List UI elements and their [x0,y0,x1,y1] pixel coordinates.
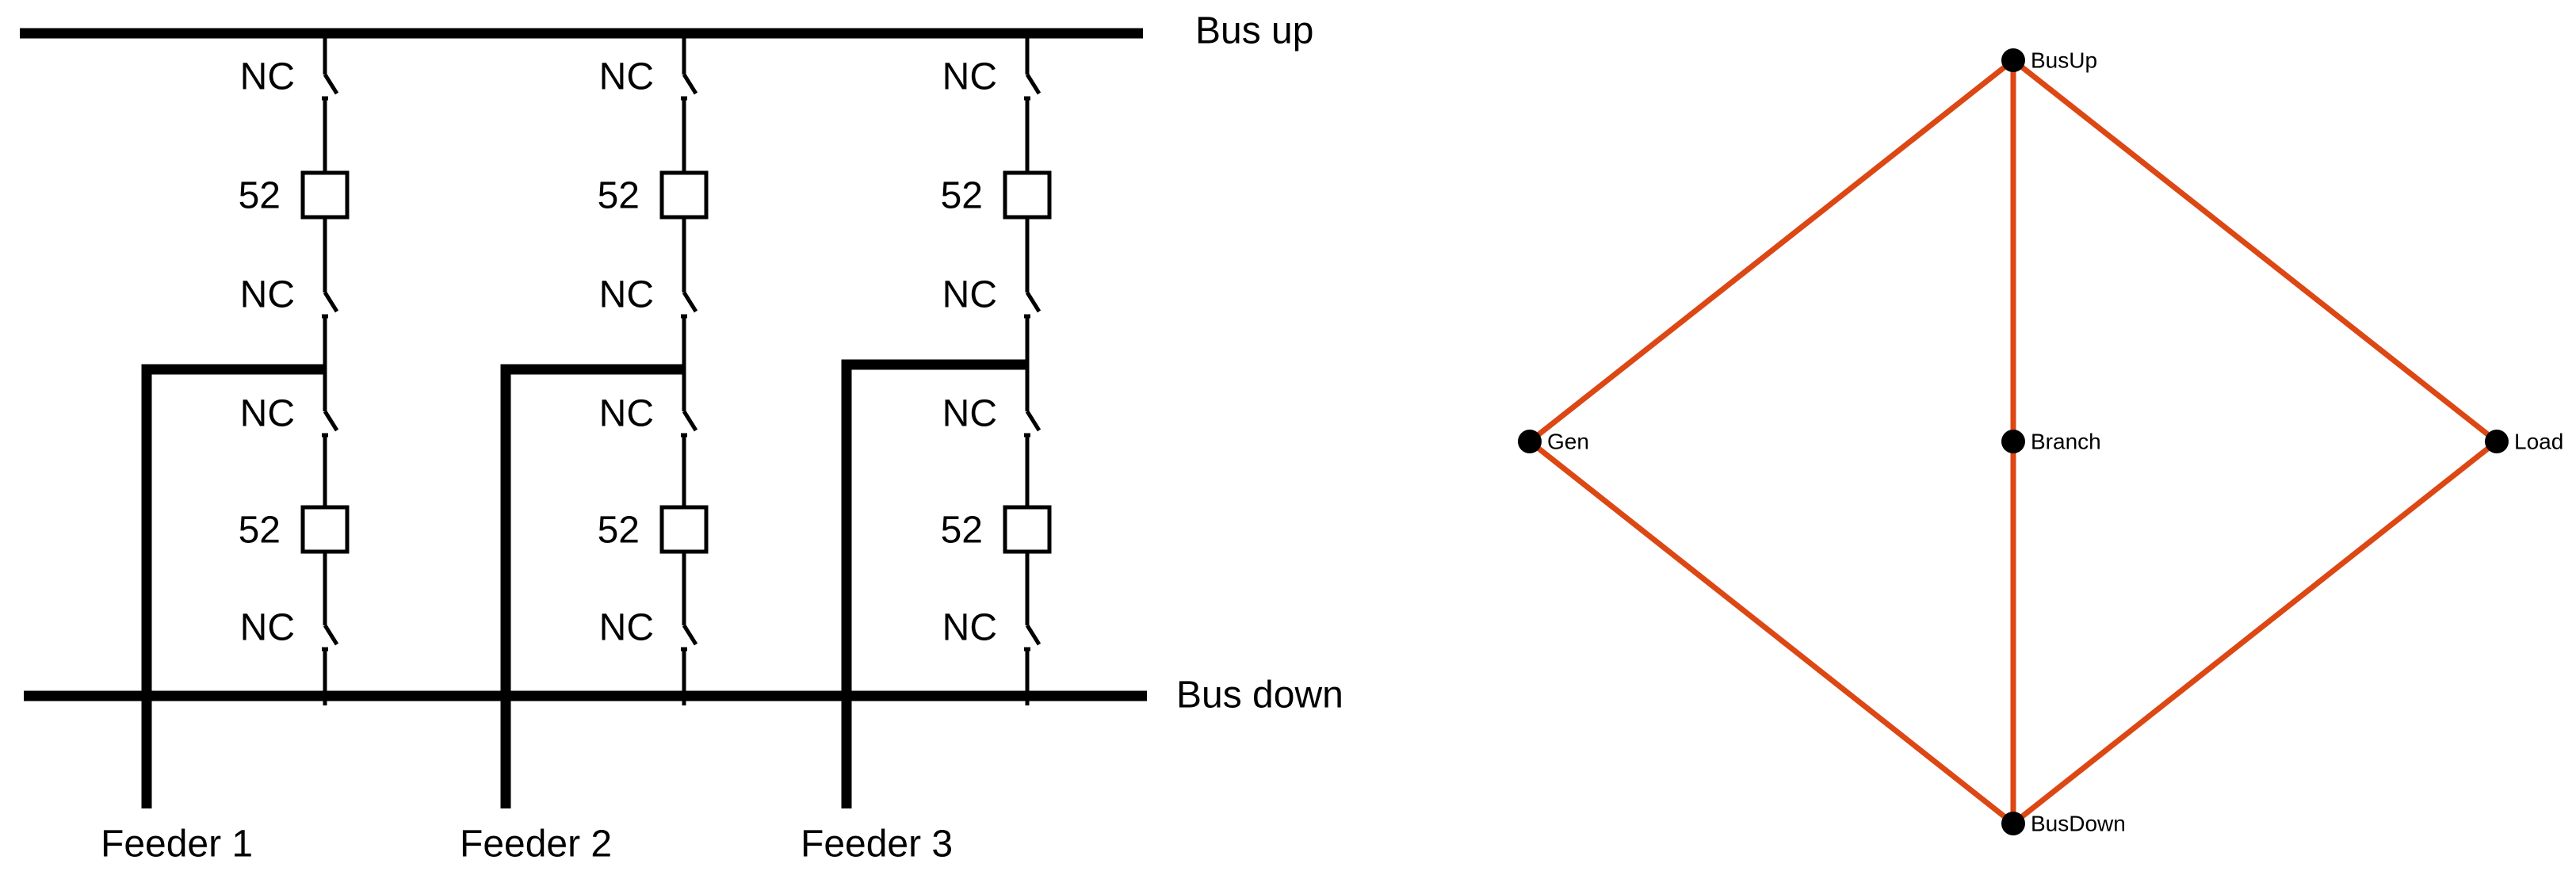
lower-switch-bottom-label: NC [942,607,997,649]
edge-busup-gen [1527,58,2016,444]
bus-down-label: Bus down [1176,675,1343,717]
node-label: Gen [1547,429,1589,453]
lower-switch-bottom-blade [323,624,339,646]
upper-breaker-label: 52 [239,175,281,217]
node-marker [2001,430,2025,453]
lower-switch-top-blade [1025,410,1041,432]
lower-breaker-label: 52 [239,510,281,552]
node-marker [2001,812,2025,835]
lower-switch-top-label: NC [599,393,654,435]
graph-node-gen: Gen [1518,429,1589,453]
upper-breaker-label: 52 [941,175,983,217]
feeder-label: Feeder 2 [460,824,612,866]
graph-node-load: Load [2485,429,2563,453]
lower-breaker-box [300,505,350,554]
node-label: BusUp [2031,48,2097,72]
lower-switch-bottom-blade [682,624,698,646]
lower-breaker-box [1003,505,1052,554]
graph-node-busup: BusUp [2001,48,2097,72]
lower-switch-bottom-label: NC [240,607,295,649]
edge-gen-busdown [1527,439,2016,826]
upper-switch-bottom-blade [682,291,698,313]
upper-switch-bottom-blade [323,291,339,313]
upper-switch-bottom-blade [1025,291,1041,313]
node-marker [1518,430,1542,453]
feeder-conductor [841,359,1027,808]
graph-edges [1527,58,2499,826]
upper-switch-top-label: NC [942,56,997,98]
lower-switch-top-label: NC [942,393,997,435]
node-marker [2485,430,2509,453]
upper-switch-bottom-label: NC [942,274,997,316]
upper-breaker-box [659,170,709,220]
lower-breaker-box [659,505,709,554]
upper-switch-top-blade [323,73,339,95]
feeder-conductor [500,364,684,808]
lower-switch-top-blade [682,410,698,432]
graph-node-branch: Branch [2001,429,2101,453]
graph-node-busdown: BusDown [2001,811,2126,835]
lower-breaker-label: 52 [598,510,640,552]
upper-switch-top-blade [682,73,698,95]
upper-switch-bottom-label: NC [599,274,654,316]
bus-up-label: Bus up [1195,10,1313,52]
upper-switch-top-label: NC [599,56,654,98]
node-label: Load [2514,429,2563,453]
node-label: Branch [2031,429,2101,453]
node-marker [2001,48,2025,72]
upper-breaker-box [1003,170,1052,220]
lower-switch-bottom-label: NC [599,607,654,649]
upper-breaker-box [300,170,350,220]
edge-busup-load [2011,58,2499,444]
lower-breaker-label: 52 [941,510,983,552]
lower-switch-top-label: NC [240,393,295,435]
node-label: BusDown [2031,811,2126,835]
upper-switch-top-blade [1025,73,1041,95]
upper-switch-bottom-label: NC [240,274,295,316]
lower-switch-top-blade [323,410,339,432]
feeder-conductor [141,364,325,808]
feeder-label: Feeder 1 [101,824,253,866]
feeder-label: Feeder 3 [801,824,953,866]
edge-load-busdown [2011,439,2499,826]
lower-switch-bottom-blade [1025,624,1041,646]
upper-switch-top-label: NC [240,56,295,98]
upper-breaker-label: 52 [598,175,640,217]
